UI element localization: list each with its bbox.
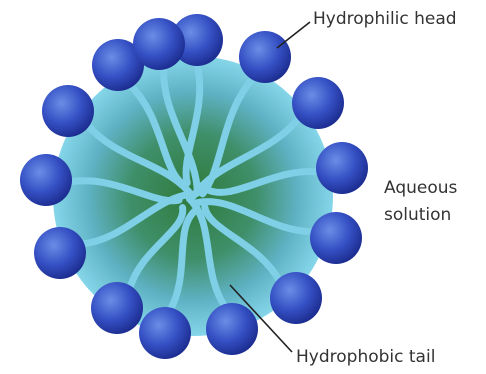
- hydrophilic-head-label: Hydrophilic head: [313, 9, 457, 29]
- hydrophilic-head: [239, 31, 291, 83]
- hydrophilic-head: [270, 272, 322, 324]
- hydrophilic-head: [310, 212, 362, 264]
- hydrophilic-head: [42, 85, 94, 137]
- aqueous-solution-label-line1: Aqueous: [384, 178, 458, 198]
- head-leader-line: [277, 22, 310, 48]
- hydrophilic-head: [316, 142, 368, 194]
- hydrophilic-head: [292, 77, 344, 129]
- hydrophilic-head: [20, 154, 72, 206]
- aqueous-solution-label-line2: solution: [384, 205, 451, 225]
- hydrophilic-head: [91, 282, 143, 334]
- hydrophobic-tail-label: Hydrophobic tail: [296, 347, 435, 367]
- hydrophilic-head: [34, 227, 86, 279]
- hydrophilic-head: [206, 303, 258, 355]
- hydrophilic-head: [139, 307, 191, 359]
- hydrophilic-head: [133, 18, 185, 70]
